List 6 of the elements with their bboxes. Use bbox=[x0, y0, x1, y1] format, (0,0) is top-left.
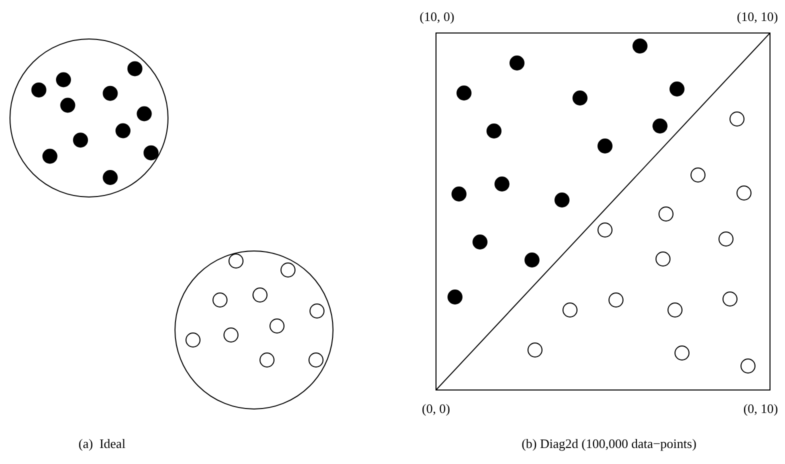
panel-caption: (b) Diag2d (100,000 data−points) bbox=[522, 437, 696, 450]
corner-coordinate: (10, 10) bbox=[736, 10, 778, 23]
corner-coordinate: (0, 10) bbox=[743, 402, 778, 415]
panel-caption: (a) Ideal bbox=[78, 437, 126, 450]
corner-coordinate: (10, 0) bbox=[420, 10, 454, 23]
corner-coordinate: (0, 0) bbox=[422, 402, 450, 415]
